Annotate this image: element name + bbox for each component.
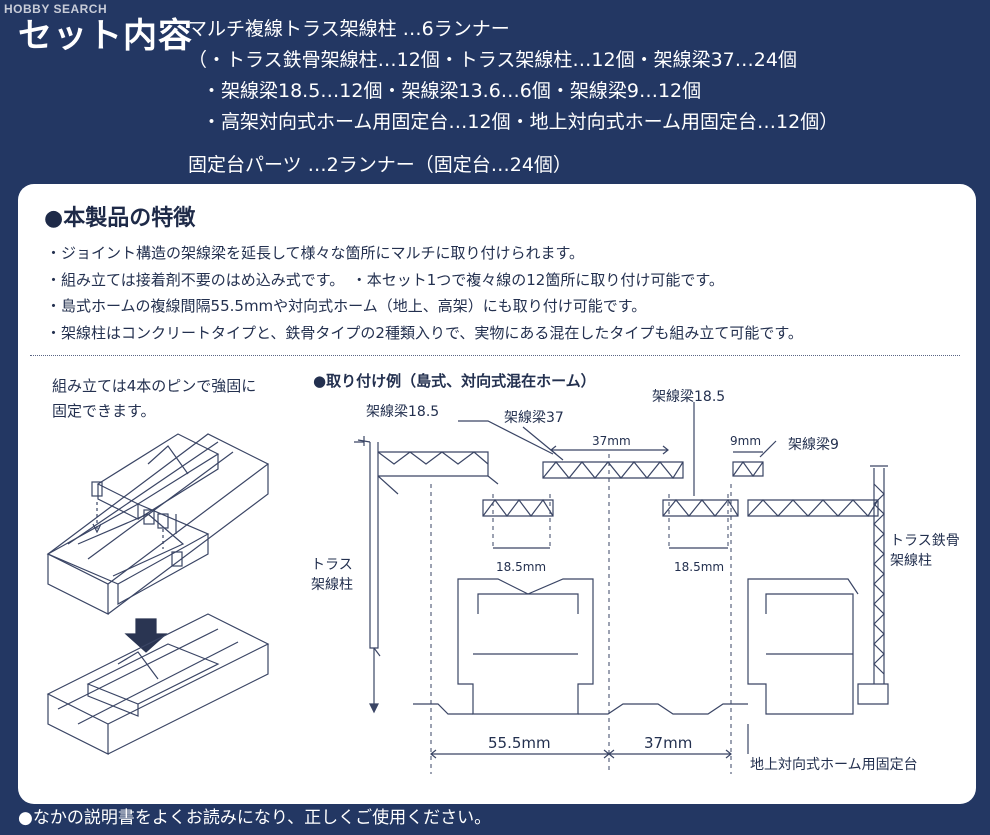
example-title: ●取り付け例（島式、対向式混在ホーム） — [313, 372, 596, 390]
feature-item: ・島式ホームの複線間隔55.5mmや対向式ホーム（地上、高架）にも取り付け可能で… — [46, 297, 647, 315]
label-truss-pole: トラス — [311, 557, 353, 573]
label-beam-18-5-right: 架線梁18.5 — [652, 389, 726, 405]
label-beam-37: 架線梁37 — [504, 410, 564, 426]
assembly-note-line: 組み立ては4本のピンで強固に — [52, 377, 257, 395]
contents-line: 固定台パーツ …2ランナー（固定台…24個） — [188, 154, 572, 176]
contents-line: マルチ複線トラス架線柱 …6ランナー — [188, 18, 510, 40]
watermark: HOBBY SEARCH — [4, 2, 108, 16]
label-dim-18-5-left: 18.5mm — [496, 560, 547, 574]
assembly-note: 組み立ては4本のピンで強固に 固定できます。 — [52, 374, 256, 424]
feature-item: ・組み立ては接着剤不要のはめ込み式です。 ・本セット1つで複々線の12箇所に取り… — [46, 270, 724, 289]
section-divider — [30, 355, 960, 356]
installation-diagram — [46, 402, 889, 774]
label-dim-37-top: 37mm — [592, 434, 631, 448]
assembly-illustration — [46, 433, 270, 755]
features-title: ●本製品の特徴 — [44, 206, 196, 231]
bottom-note: ●なかの説明書をよくお読みになり、正しくご使用ください。 — [18, 808, 492, 828]
feature-item: ・ジョイント構造の架線梁を延長して様々な箇所にマルチに取り付けられます。 — [46, 244, 585, 262]
label-dim-9: 9mm — [730, 434, 762, 448]
label-beam-9: 架線梁9 — [788, 437, 839, 453]
label-steel-truss-pole: 架線柱 — [890, 553, 932, 569]
label-ground-base: 地上対向式ホーム用固定台 — [750, 757, 918, 773]
label-dim-37-bottom: 37mm — [644, 734, 693, 752]
label-beam-18-5-left: 架線梁18.5 — [366, 404, 440, 420]
label-dim-55-5: 55.5mm — [488, 734, 551, 752]
set-contents: マルチ複線トラス架線柱 …6ランナー （・トラス鉄骨架線柱…12個・トラス架線柱… — [188, 14, 838, 181]
info-panel: ●本製品の特徴 ・ジョイント構造の架線梁を延長して様々な箇所にマルチに取り付けら… — [18, 184, 976, 804]
contents-line: ・架線梁18.5…12個・架線梁13.6…6個・架線梁9…12個 — [202, 80, 702, 102]
label-dim-18-5-right: 18.5mm — [674, 560, 725, 574]
label-truss-pole: 架線柱 — [311, 577, 353, 593]
label-steel-truss-pole: トラス鉄骨 — [890, 533, 960, 549]
features-list: ・ジョイント構造の架線梁を延長して様々な箇所にマルチに取り付けられます。 ・組み… — [46, 240, 803, 346]
assembly-note-line: 固定できます。 — [52, 402, 156, 420]
feature-item: ・架線柱はコンクリートタイプと、鉄骨タイプの2種類入りで、実物にある混在したタイ… — [46, 323, 803, 342]
set-title: セット内容 — [18, 16, 193, 56]
contents-line: ・高架対向式ホーム用固定台…12個・地上対向式ホーム用固定台…12個） — [202, 111, 839, 133]
installation-example — [354, 402, 889, 774]
contents-line: （・トラス鉄骨架線柱…12個・トラス架線柱…12個・架線梁37…24個 — [188, 49, 797, 71]
